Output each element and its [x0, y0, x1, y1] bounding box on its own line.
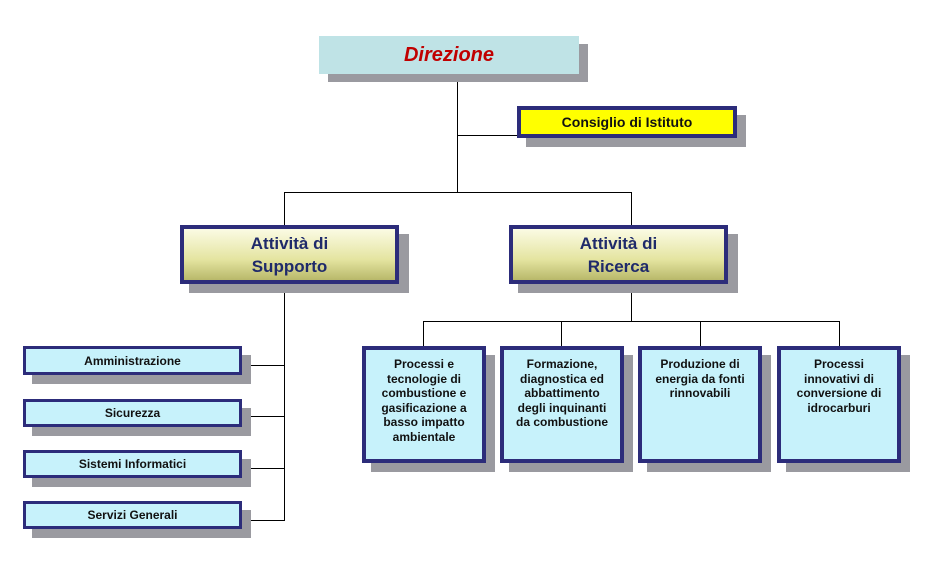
research-unit-box: Processi e tecnologie di combustione e g…: [362, 346, 486, 463]
connector-line: [839, 321, 840, 348]
connector-line: [561, 321, 562, 348]
connector-line: [241, 416, 285, 417]
connector-line: [241, 468, 285, 469]
consiglio-box: Consiglio di Istituto: [517, 106, 737, 138]
support-unit-label: Sicurezza: [104, 406, 161, 420]
support-unit-label: Servizi Generali: [87, 508, 178, 522]
area-ricerca-line1: Attività di: [579, 233, 658, 253]
connector-line: [631, 192, 632, 226]
connector-line: [457, 135, 519, 136]
research-unit-label: Produzione di energia da fonti rinnovabi…: [655, 357, 745, 400]
connector-line: [241, 365, 285, 366]
direzione-label: Direzione: [403, 43, 495, 66]
connector-line: [284, 192, 632, 193]
research-unit-box: Produzione di energia da fonti rinnovabi…: [638, 346, 762, 463]
support-unit-label: Amministrazione: [84, 353, 181, 368]
connector-line: [284, 192, 285, 226]
area-supporto-line2: Supporto: [251, 256, 328, 276]
consiglio-label: Consiglio di Istituto: [561, 114, 693, 130]
support-unit-box: Sicurezza: [23, 399, 242, 427]
area-ricerca-box: Attività di Ricerca: [509, 225, 728, 284]
connector-line: [423, 321, 840, 322]
connector-line: [284, 282, 285, 521]
research-unit-label: Formazione, diagnostica ed abbattimento …: [515, 357, 608, 429]
area-supporto-box: Attività di Supporto: [180, 225, 399, 284]
connector-line: [631, 282, 632, 322]
direzione-box: Direzione: [319, 36, 579, 74]
research-unit-box: Formazione, diagnostica ed abbattimento …: [500, 346, 624, 463]
support-unit-box: Amministrazione: [23, 346, 242, 375]
support-unit-box: Sistemi Informatici: [23, 450, 242, 478]
research-unit-label: Processi innovativi di conversione di id…: [796, 357, 882, 415]
area-ricerca-line2: Ricerca: [587, 256, 650, 276]
research-unit-label: Processi e tecnologie di combustione e g…: [381, 357, 467, 444]
support-unit-label: Sistemi Informatici: [78, 457, 187, 471]
support-unit-box: Servizi Generali: [23, 501, 242, 529]
connector-line: [241, 520, 285, 521]
connector-line: [457, 74, 458, 192]
research-unit-box: Processi innovativi di conversione di id…: [777, 346, 901, 463]
connector-line: [700, 321, 701, 348]
area-supporto-line1: Attività di: [250, 233, 329, 253]
connector-line: [423, 321, 424, 348]
